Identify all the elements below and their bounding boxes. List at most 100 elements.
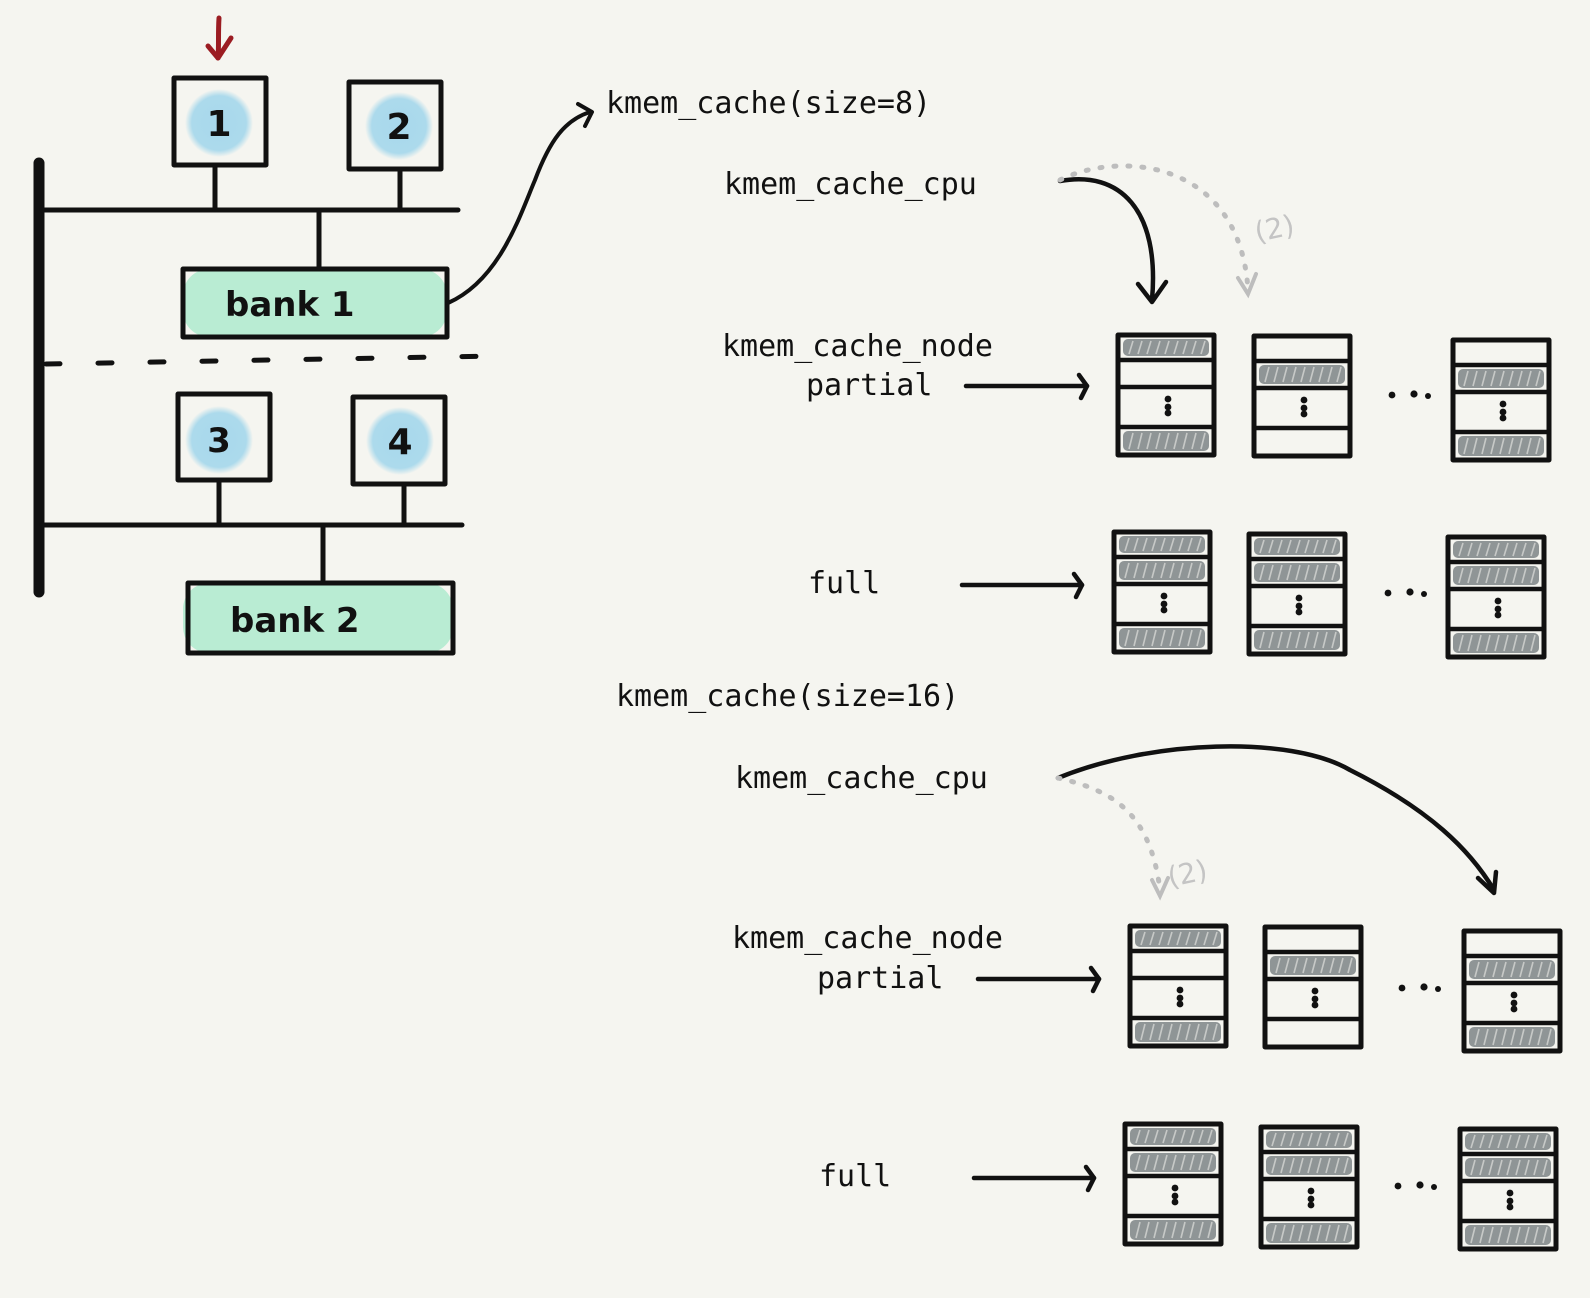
current-cpu-marker-icon [205,15,234,61]
more-objects-icon [1171,1184,1179,1206]
slot-free [1133,954,1223,975]
more-objects-icon [1499,400,1507,422]
slot-used [1458,369,1544,388]
ellipsis-icon [1384,588,1427,597]
slot-used [1130,1128,1216,1145]
slot-used [1453,566,1539,585]
slot-used [1119,628,1205,648]
cpu-slab-arrow-icon [1057,177,1169,305]
partial-slab [1115,332,1217,458]
more-objects-icon [1176,986,1184,1008]
more-objects-icon [1510,991,1518,1013]
slot-used [1465,1158,1551,1177]
cpu-slab-arrow-icon [1055,744,1499,896]
slot-used [1123,339,1209,356]
cpu-4: 4 [350,394,448,487]
more-objects-icon [1307,1187,1315,1209]
partial-list-label: partial [806,368,932,403]
slot-used [1458,436,1544,456]
slot-used [1469,1027,1555,1047]
full-slab-list [1111,529,1547,660]
more-objects-icon [1295,594,1303,616]
kmem-cache-node-label: kmem_cache_node [732,921,1003,956]
full-slab [1457,1126,1559,1252]
bank-to-cache-arrow-icon [446,102,594,305]
kmem-cache-node-label: kmem_cache_node [722,329,993,364]
slot-free [1121,363,1211,384]
slot-used [1465,1133,1551,1150]
slot-free [1467,934,1557,953]
ellipsis-icon [1388,390,1431,399]
kmem-cache-cpu-label: kmem_cache_cpu [735,761,988,796]
more-objects-icon [1300,396,1308,418]
cpu-2-label: 2 [386,107,411,148]
memory-bank-1: bank 1 [180,266,450,340]
slot-used [1119,561,1205,580]
more-objects-icon [1164,395,1172,417]
full-slab [1246,531,1348,657]
slot-used [1259,365,1345,384]
partial-list-label: partial [817,961,943,996]
cpu-4-label: 4 [387,422,412,463]
full-list-label: full [808,566,880,601]
slot-free [1257,431,1347,453]
full-slab [1445,534,1547,660]
fallback-label: (2) [1252,208,1298,249]
partial-slab [1251,333,1353,459]
slot-used [1453,541,1539,558]
full-slab [1111,529,1213,655]
ellipsis-icon [1398,983,1441,992]
slot-free [1456,343,1546,362]
slot-used [1135,930,1221,947]
kmem-cache-title: kmem_cache(size=16) [616,679,959,714]
partial-slab-list [1115,332,1552,463]
partial-slab-list [1127,923,1563,1054]
full-arrow-icon [971,1164,1097,1193]
kmem-cache-section: kmem_cache(size=8)kmem_cache_cpukmem_cac… [606,86,1552,660]
partial-slab [1262,924,1364,1050]
cpu-1-label: 1 [206,104,231,145]
full-slab-list [1122,1121,1559,1252]
slot-used [1266,1131,1352,1148]
slot-used [1135,1022,1221,1042]
full-list-label: full [819,1159,891,1194]
fallback-arrow-icon: (2) [1055,775,1211,901]
kmem-caches: kmem_cache(size=8)kmem_cache_cpukmem_cac… [606,86,1563,1252]
slot-used [1123,431,1209,451]
slot-used [1266,1156,1352,1175]
cpu-1: 1 [171,75,269,168]
cpu-2: 2 [346,79,444,172]
slot-used [1130,1153,1216,1172]
full-arrow-icon [959,571,1085,600]
slot-used [1254,563,1340,582]
partial-slab [1450,337,1552,463]
more-objects-icon [1494,597,1502,619]
more-objects-icon [1311,987,1319,1009]
kmem-cache-section: kmem_cache(size=16) kmem_cache_cpu kmem_ca… [616,679,1563,1252]
fallback-label: (2) [1165,853,1211,894]
bank-2-label: bank 2 [230,601,360,641]
numa-node-divider [43,353,498,367]
slot-free [1268,1022,1358,1044]
slot-used [1465,1225,1551,1245]
partial-arrow-icon [963,372,1090,401]
bank-1-label: bank 1 [225,285,355,325]
more-objects-icon [1160,592,1168,614]
slot-used [1130,1220,1216,1240]
slot-used [1453,633,1539,653]
memory-bank-2: bank 2 [183,580,456,656]
partial-arrow-icon [975,965,1102,994]
partial-slab [1461,928,1563,1054]
ellipsis-icon [1394,1181,1437,1190]
slot-free [1268,930,1358,949]
cpu-3: 3 [175,391,273,483]
partial-slab [1127,923,1229,1049]
kmem-cache-title: kmem_cache(size=8) [606,86,931,121]
full-slab [1122,1121,1224,1247]
cpu-3-label: 3 [207,421,231,461]
slot-used [1266,1223,1352,1243]
slot-used [1254,538,1340,555]
full-slab [1258,1124,1360,1250]
numa-topology: 1 2 bank 1 3 4 [33,15,594,656]
